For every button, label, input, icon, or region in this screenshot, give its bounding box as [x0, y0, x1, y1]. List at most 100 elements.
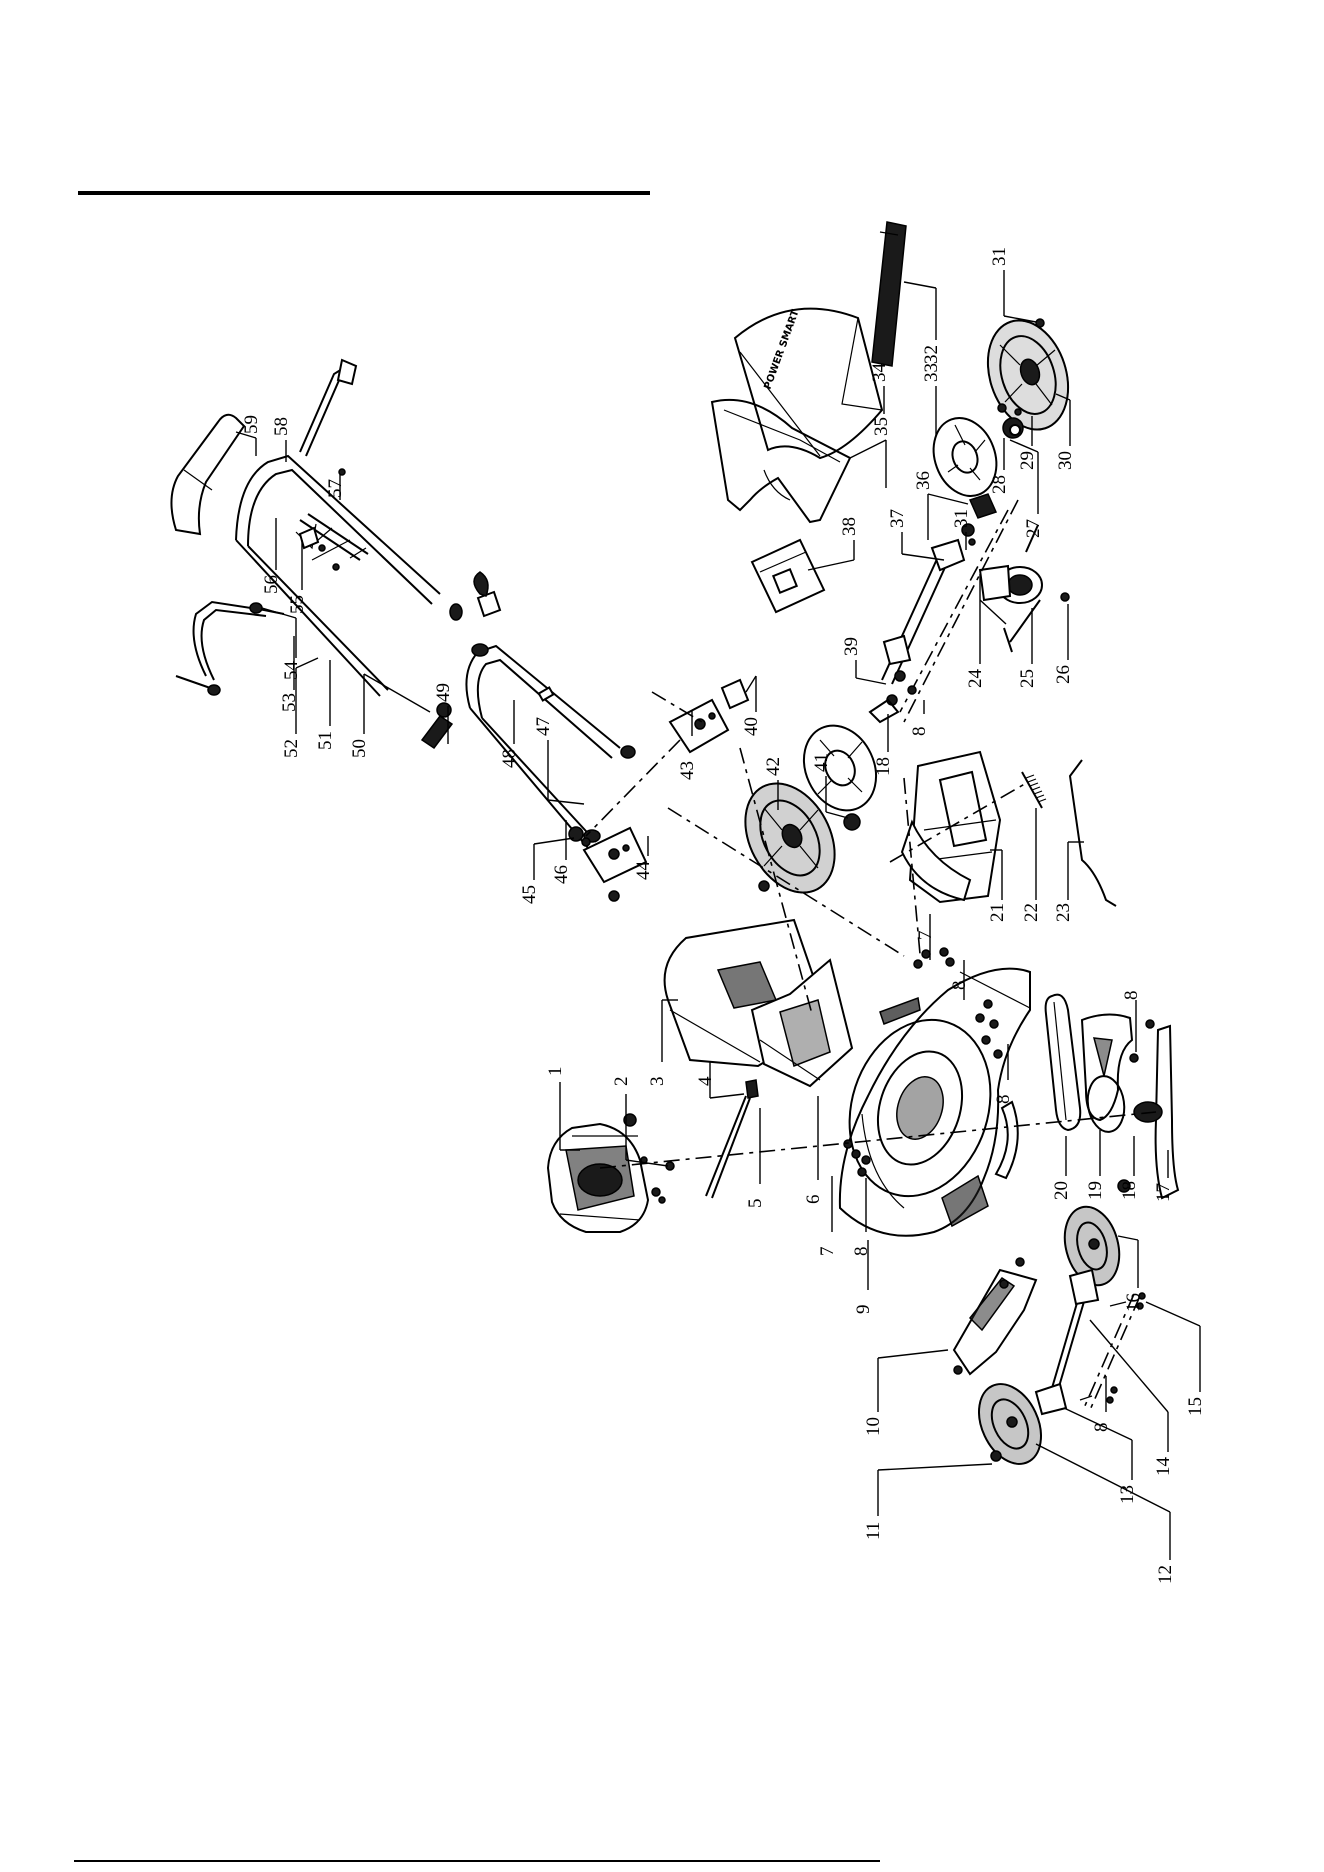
callout-25: 25 [1017, 608, 1038, 688]
callout-20: 20 [1051, 1136, 1072, 1200]
svg-text:52: 52 [281, 739, 302, 758]
svg-text:8: 8 [1091, 1423, 1112, 1433]
callout-7-lower: 7 [817, 1176, 838, 1256]
svg-text:14: 14 [1153, 1457, 1174, 1477]
svg-text:9: 9 [853, 1305, 874, 1315]
svg-text:57: 57 [325, 479, 346, 498]
rear-nut-part [1036, 319, 1044, 327]
callout-22: 22 [1021, 808, 1042, 922]
callout-56: 56 [261, 518, 282, 594]
svg-text:29: 29 [1017, 451, 1038, 470]
svg-text:38: 38 [839, 517, 860, 536]
callout-4: 4 [695, 1062, 744, 1098]
engine-bail-part [300, 360, 356, 456]
svg-text:25: 25 [1017, 669, 1038, 688]
svg-text:5: 5 [745, 1199, 766, 1209]
rear-wheel-right-part [975, 310, 1082, 440]
callout-10: 10 [863, 1350, 948, 1436]
callout-11: 11 [863, 1464, 992, 1540]
svg-text:53: 53 [279, 693, 300, 712]
callout-39: 39 [841, 637, 886, 684]
svg-text:7: 7 [915, 931, 936, 941]
svg-text:54: 54 [281, 661, 302, 681]
front-wheel-left-part [967, 1374, 1053, 1474]
svg-text:1: 1 [545, 1067, 566, 1077]
svg-text:20: 20 [1051, 1181, 1072, 1200]
svg-text:31: 31 [989, 247, 1010, 266]
svg-text:47: 47 [533, 717, 554, 736]
callout-51: 51 [315, 660, 336, 750]
callout-6: 6 [803, 1096, 824, 1204]
svg-text:22: 22 [1021, 903, 1042, 922]
svg-text:37: 37 [887, 509, 908, 528]
svg-text:18: 18 [1119, 1181, 1140, 1200]
svg-text:10: 10 [863, 1417, 884, 1436]
small-pin-part [539, 688, 553, 701]
svg-text:19: 19 [1085, 1181, 1106, 1200]
svg-text:23: 23 [1053, 903, 1074, 922]
blade-part [1118, 1020, 1178, 1198]
svg-text:33: 33 [921, 363, 942, 382]
svg-text:46: 46 [551, 865, 572, 884]
svg-text:50: 50 [349, 739, 370, 758]
header-rule [78, 191, 650, 195]
callout-50: 50 [349, 674, 430, 758]
spring-part [1022, 772, 1046, 808]
svg-text:27: 27 [1023, 519, 1044, 538]
svg-text:59: 59 [241, 415, 262, 434]
front-skirt-part [954, 1258, 1036, 1374]
callout-33: 33 [921, 363, 942, 436]
svg-text:42: 42 [763, 757, 784, 776]
svg-text:4: 4 [695, 1076, 716, 1086]
callout-32: 32 [904, 282, 942, 364]
svg-text:32: 32 [921, 345, 942, 364]
drive-bail-part [176, 602, 284, 695]
svg-text:8: 8 [1121, 991, 1142, 1001]
rear-axle-dashline [904, 500, 1018, 722]
svg-text:8: 8 [993, 1095, 1014, 1105]
callout-31-rear: 31 [989, 247, 1036, 322]
svg-text:36: 36 [913, 471, 934, 490]
drive-belt-part [1046, 995, 1081, 1130]
callout-57: 57 [325, 474, 346, 500]
callout-40: 40 [741, 676, 762, 736]
rear-hinge-rod-part [1070, 760, 1116, 906]
mulch-plug-part [752, 540, 824, 612]
svg-text:7: 7 [817, 1247, 838, 1257]
svg-text:6: 6 [803, 1195, 824, 1205]
callout-54: 54 [262, 608, 302, 680]
callout-5: 5 [745, 1108, 766, 1208]
svg-text:31: 31 [951, 509, 972, 528]
svg-text:40: 40 [741, 717, 762, 736]
svg-text:2: 2 [611, 1077, 632, 1087]
callout-55: 55 [287, 540, 308, 614]
svg-text:56: 56 [261, 575, 282, 594]
handle-bracket-right-part [670, 680, 748, 752]
svg-text:44: 44 [633, 861, 654, 881]
svg-text:48: 48 [499, 749, 520, 768]
svg-text:8: 8 [909, 727, 930, 737]
svg-text:8: 8 [949, 981, 970, 991]
handle-knob-part [422, 572, 500, 748]
parts-layer: POWER SMART [171, 222, 1178, 1474]
svg-text:30: 30 [1055, 451, 1076, 470]
svg-text:21: 21 [987, 903, 1008, 922]
handle-grip-part [171, 415, 244, 534]
lower-handle-part [466, 644, 635, 848]
footer-rule [74, 1860, 880, 1862]
svg-text:41: 41 [811, 753, 832, 772]
svg-text:8: 8 [851, 1247, 872, 1257]
callout-18-drive: 18 [873, 714, 894, 776]
svg-text:49: 49 [433, 683, 454, 702]
svg-text:11: 11 [863, 1522, 884, 1540]
svg-text:43: 43 [677, 761, 698, 780]
callout-46: 46 [551, 820, 572, 884]
svg-text:58: 58 [271, 417, 292, 436]
svg-text:51: 51 [315, 731, 336, 750]
svg-text:55: 55 [287, 595, 308, 614]
svg-text:16: 16 [1123, 1293, 1144, 1312]
callout-38: 38 [808, 517, 860, 570]
svg-text:45: 45 [519, 885, 540, 904]
engine-part [548, 1114, 648, 1232]
